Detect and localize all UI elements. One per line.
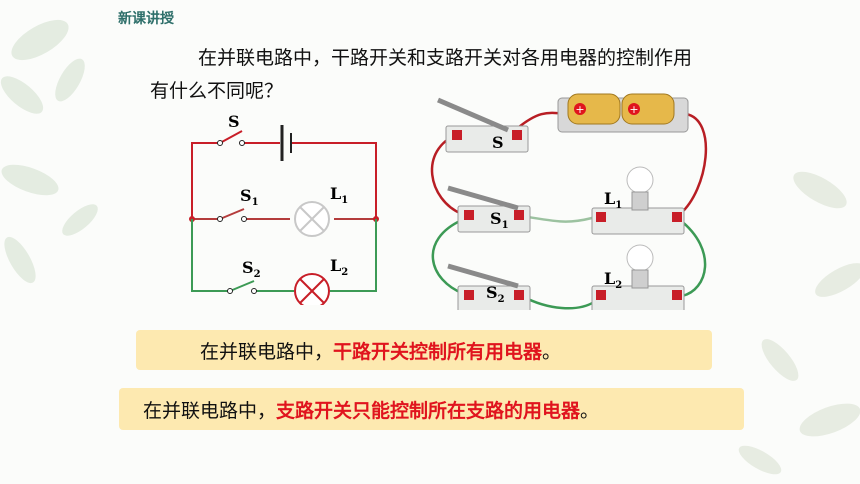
lamp-2-symbol xyxy=(294,273,330,305)
label-lamp-1: L1 xyxy=(330,184,348,206)
lamp-1-symbol xyxy=(294,201,330,237)
conclusion-2-highlight: 支路开关只能控制所在支路的用电器 xyxy=(276,399,581,422)
bulb-1 xyxy=(591,166,685,235)
knife-switch-main xyxy=(437,97,529,153)
leaf-decoration-bottom-right xyxy=(738,171,860,475)
leaf-decoration-top-left xyxy=(0,19,98,284)
photo-label-lamp-1: L1 xyxy=(604,189,622,211)
parallel-circuit-schematic: S S1 L1 S2 L2 xyxy=(189,112,379,305)
knife-switch-1 xyxy=(447,185,531,233)
photo-label-switch-2: S2 xyxy=(486,283,505,305)
knife-switch-2 xyxy=(447,263,531,310)
photo-label-switch-main: S xyxy=(492,133,504,152)
photo-label-lamp-2: L2 xyxy=(604,269,622,291)
bulb-2 xyxy=(591,244,685,310)
section-title: 新课讲授 xyxy=(118,11,174,27)
label-switch-main: S xyxy=(228,112,240,131)
label-lamp-2: L2 xyxy=(330,256,348,278)
question-text: 在并联电路中，干路开关和支路开关对各用电器的控制作用有什么不同呢？ xyxy=(150,47,693,102)
physical-circuit-illustration: + + S S1 L1 S2 L2 xyxy=(430,93,708,310)
battery-holder: + + xyxy=(557,93,689,133)
conclusion-2-suffix: 。 xyxy=(580,399,600,422)
conclusion-main-switch: 在并联电路中，干路开关控制所有用电器。 xyxy=(136,330,712,370)
battery-plus-1: + xyxy=(575,103,584,116)
conclusion-1-highlight: 干路开关控制所有用电器 xyxy=(333,340,543,363)
photo-label-switch-1: S1 xyxy=(490,209,509,231)
conclusion-1-prefix: 在并联电路中， xyxy=(200,340,334,363)
conclusion-2-prefix: 在并联电路中， xyxy=(143,399,277,422)
conclusion-branch-switch: 在并联电路中，支路开关只能控制所在支路的用电器。 xyxy=(119,388,744,430)
battery-plus-2: + xyxy=(629,103,638,116)
label-switch-2: S2 xyxy=(242,258,261,280)
conclusion-1-suffix: 。 xyxy=(542,340,562,363)
label-switch-1: S1 xyxy=(240,186,259,208)
